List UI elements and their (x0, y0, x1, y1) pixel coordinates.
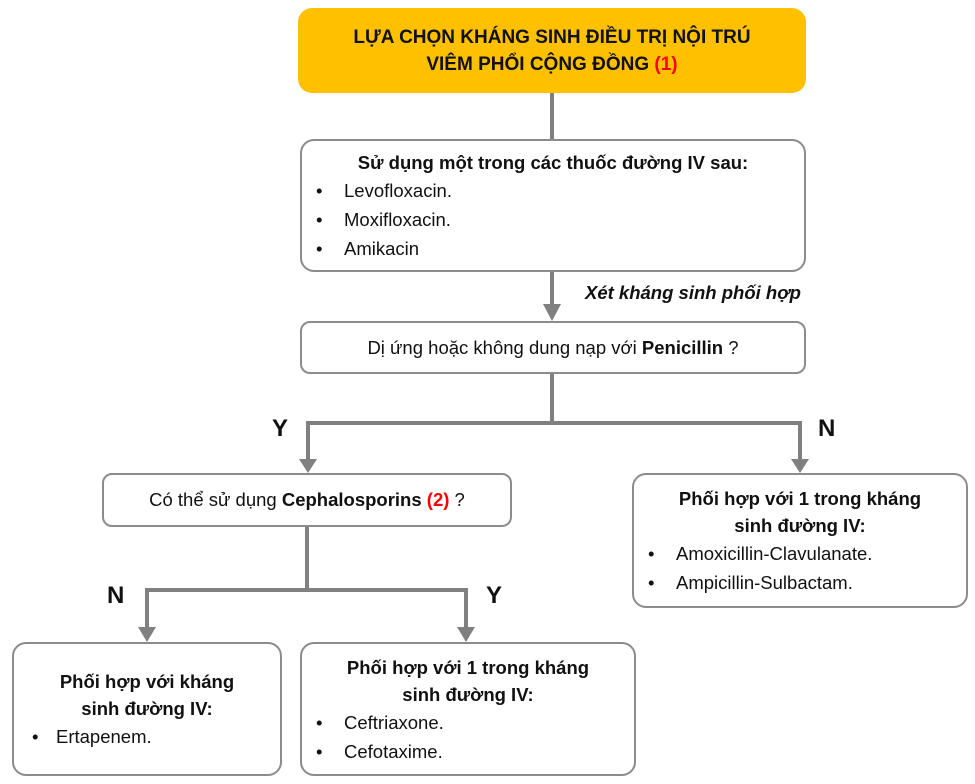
branch-label-ceph-no: N (107, 582, 125, 609)
title-line-1: LỰA CHỌN KHÁNG SINH ĐIỀU TRỊ NỘI TRÚ (353, 26, 751, 48)
list-item: •Ceftriaxone. (302, 708, 634, 737)
cephalosporin-question-box: Có thể sử dụng Cephalosporins (2) ? (102, 473, 512, 527)
outcome-beta-lactam-box: Phối hợp với 1 trong kháng sinh đường IV… (632, 473, 968, 608)
list-item: •Cefotaxime. (302, 737, 634, 766)
penicillin-question-prefix: Dị ứng hoặc không dung nạp với (367, 336, 642, 358)
bullet-icon: • (316, 712, 323, 733)
arrowhead (138, 627, 156, 642)
first-line-therapy-box: Sử dụng một trong các thuốc đường IV sau… (300, 139, 806, 272)
outcome-beta-lactam-header-1: Phối hợp với 1 trong kháng (678, 488, 922, 509)
penicillin-question-box: Dị ứng hoặc không dung nạp với Penicilli… (300, 321, 806, 374)
bullet-icon: • (316, 180, 323, 201)
connector-penicillin-split (306, 374, 554, 460)
arrowhead (457, 627, 475, 642)
list-item: •Levofloxacin. (302, 176, 804, 205)
branch-label-ceph-yes: Y (486, 582, 503, 609)
arrowhead (791, 459, 809, 473)
list-item: •Amikacin (302, 234, 804, 263)
first-line-header: Sử dụng một trong các thuốc đường IV sau… (357, 152, 749, 173)
outcome-cephalosporin-box: Phối hợp với 1 trong kháng sinh đường IV… (300, 642, 636, 776)
outcome-cephalosporin-list: •Ceftriaxone. •Cefotaxime. (302, 708, 634, 766)
bullet-icon: • (316, 238, 323, 259)
arrowhead (299, 459, 317, 473)
list-item: •Moxifloxacin. (302, 205, 804, 234)
first-line-list: •Levofloxacin. •Moxifloxacin. •Amikacin (302, 176, 804, 263)
title-line-2: VIÊM PHỔI CỘNG ĐỒNG (1) (426, 51, 677, 78)
branch-label-penicillin-no: N (818, 415, 836, 442)
penicillin-keyword: Penicillin (641, 336, 724, 358)
outcome-beta-lactam-list: •Amoxicillin-Clavulanate. •Ampicillin-Su… (634, 539, 966, 597)
outcome-ertapenem-header-2: sinh đường IV: (81, 698, 213, 719)
penicillin-question-suffix: ? (723, 336, 739, 358)
title-box: LỰA CHỌN KHÁNG SINH ĐIỀU TRỊ NỘI TRÚ VIÊ… (298, 8, 806, 93)
connector-ceph-split (145, 527, 309, 628)
outcome-ertapenem-box: Phối hợp với kháng sinh đường IV: •Ertap… (12, 642, 282, 776)
ceph-question-prefix: Có thể sử dụng (149, 489, 282, 510)
bullet-icon: • (648, 572, 655, 593)
branch-label-penicillin-yes: Y (272, 415, 289, 442)
connector-ceph-yes (307, 588, 468, 628)
arrowhead (543, 304, 561, 321)
bullet-icon: • (316, 741, 323, 762)
outcome-ertapenem-header-1: Phối hợp với kháng (59, 671, 235, 692)
outcome-cephalosporin-header-2: sinh đường IV: (402, 684, 534, 705)
outcome-cephalosporin-header-1: Phối hợp với 1 trong kháng (346, 657, 590, 678)
title-reference: (1) (654, 53, 678, 75)
outcome-ertapenem-list: •Ertapenem. (14, 722, 280, 751)
connector-penicillin-no (552, 421, 802, 460)
title-line-2-text: VIÊM PHỔI CỘNG ĐỒNG (426, 53, 650, 75)
outcome-beta-lactam-header-2: sinh đường IV: (734, 515, 866, 536)
combination-note: Xét kháng sinh phối hợp (585, 282, 801, 303)
ceph-question-suffix: ? (449, 489, 465, 510)
bullet-icon: • (316, 209, 323, 230)
bullet-icon: • (32, 726, 39, 747)
bullet-icon: • (648, 543, 655, 564)
list-item: •Ertapenem. (14, 722, 280, 751)
list-item: •Amoxicillin-Clavulanate. (634, 539, 966, 568)
ceph-reference: (2) (426, 489, 450, 510)
list-item: •Ampicillin-Sulbactam. (634, 568, 966, 597)
cephalosporins-keyword: Cephalosporins (281, 489, 422, 510)
